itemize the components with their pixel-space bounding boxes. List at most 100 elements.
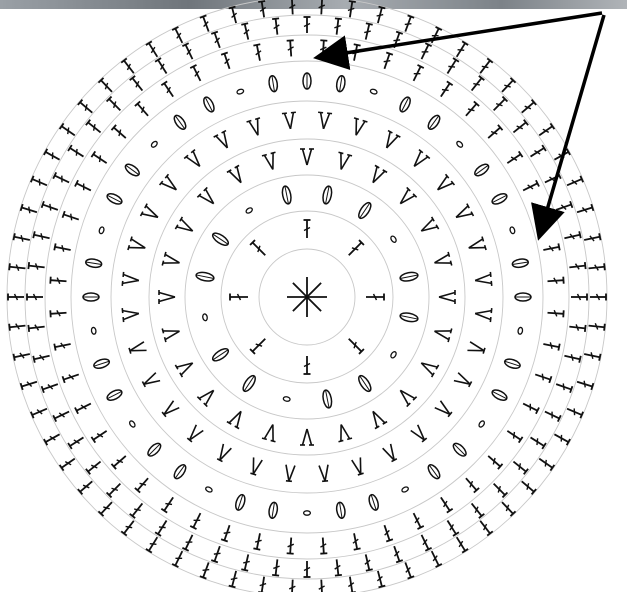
- double-crochet-icon: [438, 81, 453, 98]
- double-crochet-icon: [543, 408, 560, 421]
- double-crochet-icon: [304, 561, 311, 577]
- double-crochet-icon: [9, 263, 26, 272]
- double-crochet-icon: [44, 149, 61, 163]
- double-crochet-icon: [182, 533, 195, 550]
- double-crochet-icon: [529, 145, 546, 159]
- double-crochet-icon: [547, 277, 563, 285]
- double-crochet-icon: [318, 0, 326, 15]
- double-crochet-icon: [190, 65, 203, 82]
- puff-stitch-icon: [93, 357, 111, 370]
- decrease-icon: [383, 444, 398, 462]
- increase-v-icon: [197, 187, 218, 208]
- puff-stitch-icon: [426, 113, 442, 131]
- double-crochet-icon: [469, 76, 484, 93]
- double-crochet-icon: [375, 570, 386, 587]
- double-crochet-icon: [172, 550, 185, 567]
- double-crochet-icon: [107, 97, 123, 113]
- double-crochet-icon: [53, 408, 70, 421]
- double-crochet-icon: [287, 40, 295, 56]
- double-crochet-icon: [155, 58, 169, 75]
- double-crochet-icon: [42, 201, 59, 213]
- double-crochet-icon: [511, 120, 528, 135]
- double-crochet-icon: [288, 579, 296, 592]
- double-crochet-icon: [241, 554, 251, 571]
- increase-v-icon: [439, 290, 455, 304]
- double-crochet-icon: [42, 381, 59, 393]
- double-crochet-icon: [190, 512, 203, 529]
- puff-stitch-icon: [426, 463, 442, 481]
- chain-icon: [283, 396, 291, 402]
- increase-v-icon: [467, 237, 486, 255]
- double-crochet-icon: [555, 381, 572, 393]
- double-crochet-icon: [486, 125, 503, 141]
- chain-icon: [478, 420, 486, 428]
- double-crochet-icon: [333, 18, 342, 35]
- increase-v-icon: [349, 118, 367, 137]
- decrease-icon: [319, 465, 330, 482]
- double-crochet-icon: [381, 53, 393, 70]
- increase-v-icon: [433, 252, 452, 270]
- double-crochet-icon: [21, 378, 38, 389]
- puff-stitch-icon: [336, 75, 346, 92]
- double-crochet-icon: [486, 453, 503, 469]
- puff-stitch-icon: [268, 502, 278, 519]
- chain-icon: [390, 351, 397, 359]
- chain-icon: [236, 88, 244, 94]
- double-crochet-icon: [211, 545, 223, 562]
- puff-stitch-icon: [202, 96, 216, 114]
- double-crochet-icon: [98, 500, 114, 516]
- decrease-icon: [454, 373, 472, 388]
- puff-stitch-icon: [211, 231, 230, 248]
- double-crochet-icon: [588, 263, 605, 272]
- increase-v-icon: [197, 385, 218, 406]
- decrease-icon: [186, 425, 203, 443]
- puff-stitch-icon: [399, 271, 418, 282]
- double-crochet-icon: [571, 294, 587, 301]
- double-crochet-icon: [566, 405, 583, 418]
- double-crochet-icon: [391, 545, 403, 562]
- double-crochet-icon: [75, 180, 92, 193]
- double-crochet-icon: [50, 277, 66, 285]
- increase-v-icon: [247, 118, 265, 137]
- double-crochet-icon: [463, 101, 479, 118]
- decrease-icon: [142, 373, 160, 388]
- double-crochet-icon: [583, 351, 600, 361]
- double-crochet-icon: [537, 456, 554, 471]
- double-crochet-icon: [381, 524, 393, 541]
- puff-stitch-icon: [491, 192, 509, 206]
- double-crochet-icon: [444, 58, 458, 75]
- double-crochet-icon: [537, 123, 554, 138]
- double-crochet-icon: [477, 58, 492, 75]
- double-crochet-icon: [221, 53, 233, 70]
- double-crochet-icon: [319, 537, 327, 553]
- double-crochet-icon: [555, 201, 572, 213]
- double-crochet-icon: [21, 204, 38, 215]
- increase-v-icon: [418, 217, 439, 237]
- double-crochet-icon: [250, 240, 268, 258]
- double-crochet-icon: [564, 352, 581, 362]
- increase-v-icon: [474, 307, 491, 322]
- double-crochet-icon: [346, 576, 355, 592]
- puff-stitch-icon: [356, 374, 373, 393]
- double-crochet-icon: [566, 176, 583, 189]
- double-crochet-icon: [241, 23, 251, 40]
- puff-stitch-icon: [241, 374, 258, 393]
- double-crochet-icon: [9, 322, 26, 331]
- double-crochet-icon: [499, 500, 515, 516]
- double-crochet-icon: [519, 479, 536, 495]
- double-crochet-icon: [529, 434, 546, 448]
- puff-stitch-icon: [268, 75, 278, 92]
- increase-v-icon: [334, 152, 352, 171]
- increase-v-icon: [453, 204, 474, 224]
- double-crochet-icon: [590, 294, 606, 301]
- increase-v-icon: [334, 423, 352, 442]
- double-crochet-icon: [505, 428, 522, 443]
- puff-stitch-icon: [512, 258, 529, 268]
- double-crochet-icon: [60, 123, 77, 138]
- double-crochet-icon: [27, 294, 43, 301]
- double-crochet-icon: [53, 172, 70, 185]
- double-crochet-icon: [304, 356, 311, 374]
- double-crochet-icon: [522, 180, 539, 193]
- double-crochet-icon: [107, 481, 123, 497]
- increase-v-icon: [160, 174, 181, 195]
